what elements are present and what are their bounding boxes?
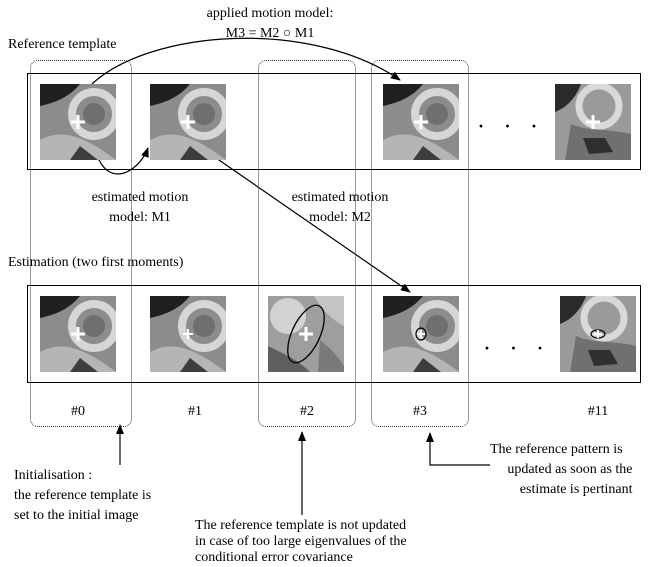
- m1-arrow: [96, 147, 149, 175]
- reference-template-label: Reference template: [8, 37, 117, 52]
- cross-marker-icon: [414, 115, 428, 129]
- est-image-3: [383, 296, 459, 372]
- cross-marker-icon: [183, 329, 193, 339]
- grayscale-medical-image-patch-icon: [560, 296, 636, 372]
- grayscale-medical-image-patch-icon: [383, 296, 459, 372]
- frame-label-1: #1: [188, 404, 202, 419]
- cross-marker-icon: [71, 327, 85, 341]
- m1-line2: model: M1: [109, 210, 171, 225]
- est-image-1: [150, 296, 226, 372]
- m2-caption: estimated motion model: M2: [260, 188, 420, 228]
- cross-marker-icon: [594, 330, 602, 338]
- grayscale-medical-image-patch-icon: [555, 84, 631, 160]
- m1-line1: estimated motion: [91, 190, 189, 205]
- estimation-label: Estimation (two first moments): [8, 255, 184, 270]
- grayscale-medical-image-patch-icon: [40, 84, 116, 160]
- m2-arrow: [189, 139, 411, 293]
- m2-line2: model: M2: [309, 210, 371, 225]
- grayscale-medical-image-patch-icon: [150, 84, 226, 160]
- est-image-11: [560, 296, 636, 372]
- ref-image-11: [555, 84, 631, 160]
- updated-note-arrow: [426, 432, 490, 466]
- grayscale-medical-image-patch-icon: [40, 296, 116, 372]
- est-image-2: [268, 296, 344, 372]
- cross-marker-icon: [71, 115, 85, 129]
- estimation-row-frame: [27, 285, 641, 383]
- column-highlight-0: [30, 60, 132, 427]
- cross-marker-icon: [181, 115, 195, 129]
- cross-marker-icon: [299, 327, 313, 341]
- column-highlight-2: [258, 60, 356, 427]
- cross-marker-icon: [586, 115, 600, 129]
- m1-caption: estimated motion model: M1: [60, 188, 220, 228]
- grayscale-medical-image-patch-icon: [150, 296, 226, 372]
- covariance-ellipse-icon: [415, 327, 427, 341]
- frame-label-3: #3: [413, 404, 427, 419]
- est-image-0: [40, 296, 116, 372]
- m2-line1: estimated motion: [291, 190, 389, 205]
- init-note: Initialisation : the reference template …: [14, 466, 151, 526]
- applied-motion-line2: M3 = M2 ○ M1: [225, 26, 315, 41]
- updated-note-line3: estimate is pertinant: [519, 482, 633, 497]
- applied-motion-arrow: [91, 37, 401, 85]
- grayscale-medical-image-patch-icon: [268, 296, 344, 372]
- not-updated-note-line3: conditional error covariance: [195, 550, 353, 565]
- not-updated-note-line2: in case of too large eigenvalues of the: [195, 534, 407, 549]
- grayscale-medical-image-patch-icon: [383, 84, 459, 160]
- ref-image-1: [150, 84, 226, 160]
- applied-motion-caption: applied motion model: M3 = M2 ○ M1: [170, 6, 370, 42]
- updated-note: The reference pattern is updated as soon…: [490, 440, 633, 500]
- covariance-ellipse-icon: [287, 304, 325, 364]
- column-highlight-3: [371, 60, 469, 427]
- frame-label-2: #2: [300, 404, 314, 419]
- cross-marker-icon: [417, 330, 425, 338]
- ref-image-0: [40, 84, 116, 160]
- init-note-line3: set to the initial image: [14, 508, 139, 523]
- not-updated-note: The reference template is not updated in…: [195, 518, 407, 566]
- ref-image-3: [383, 84, 459, 160]
- frame-label-11: #11: [587, 404, 609, 419]
- updated-note-line1: The reference pattern is: [490, 442, 623, 457]
- updated-note-line2: updated as soon as the: [507, 462, 633, 477]
- est-ellipsis: · · ·: [484, 338, 552, 358]
- reference-row-frame: [27, 73, 641, 170]
- applied-motion-line1: applied motion model:: [206, 6, 334, 21]
- ref-ellipsis: · · ·: [478, 116, 546, 136]
- frame-label-0: #0: [71, 404, 85, 419]
- init-note-line2: the reference template is: [14, 488, 152, 503]
- not-updated-note-line1: The reference template is not updated: [195, 518, 407, 533]
- init-note-line1: Initialisation :: [14, 468, 93, 483]
